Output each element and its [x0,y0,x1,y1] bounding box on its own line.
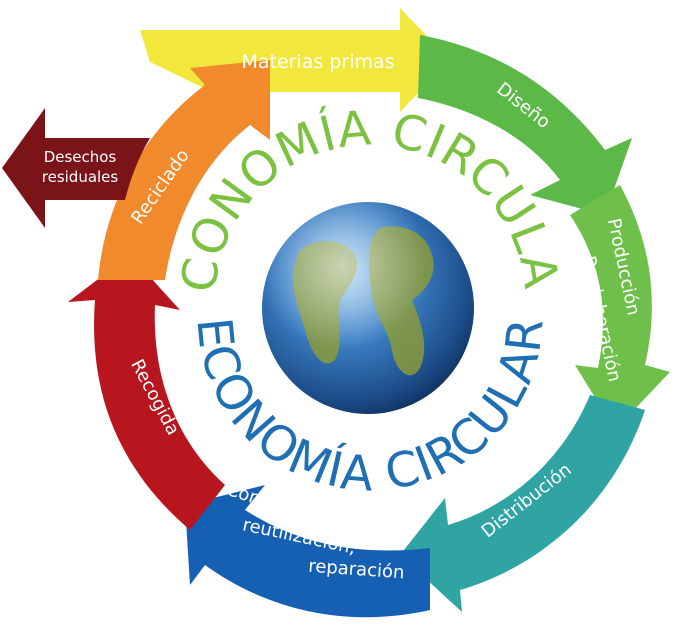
label-materias: Materias primas [241,51,394,73]
reciclado-arrow [98,60,270,280]
desechos-arrow [2,108,150,228]
distribucion-arrow [400,395,645,612]
globe-shine [262,202,474,414]
label-desechos-1: Desechos [44,148,117,166]
label-desechos-2: residuales [42,168,119,186]
produccion-arrow [570,185,670,430]
diseno-arrow [418,35,632,215]
consumo-arrow [185,485,430,618]
recogida-arrow [68,255,225,530]
